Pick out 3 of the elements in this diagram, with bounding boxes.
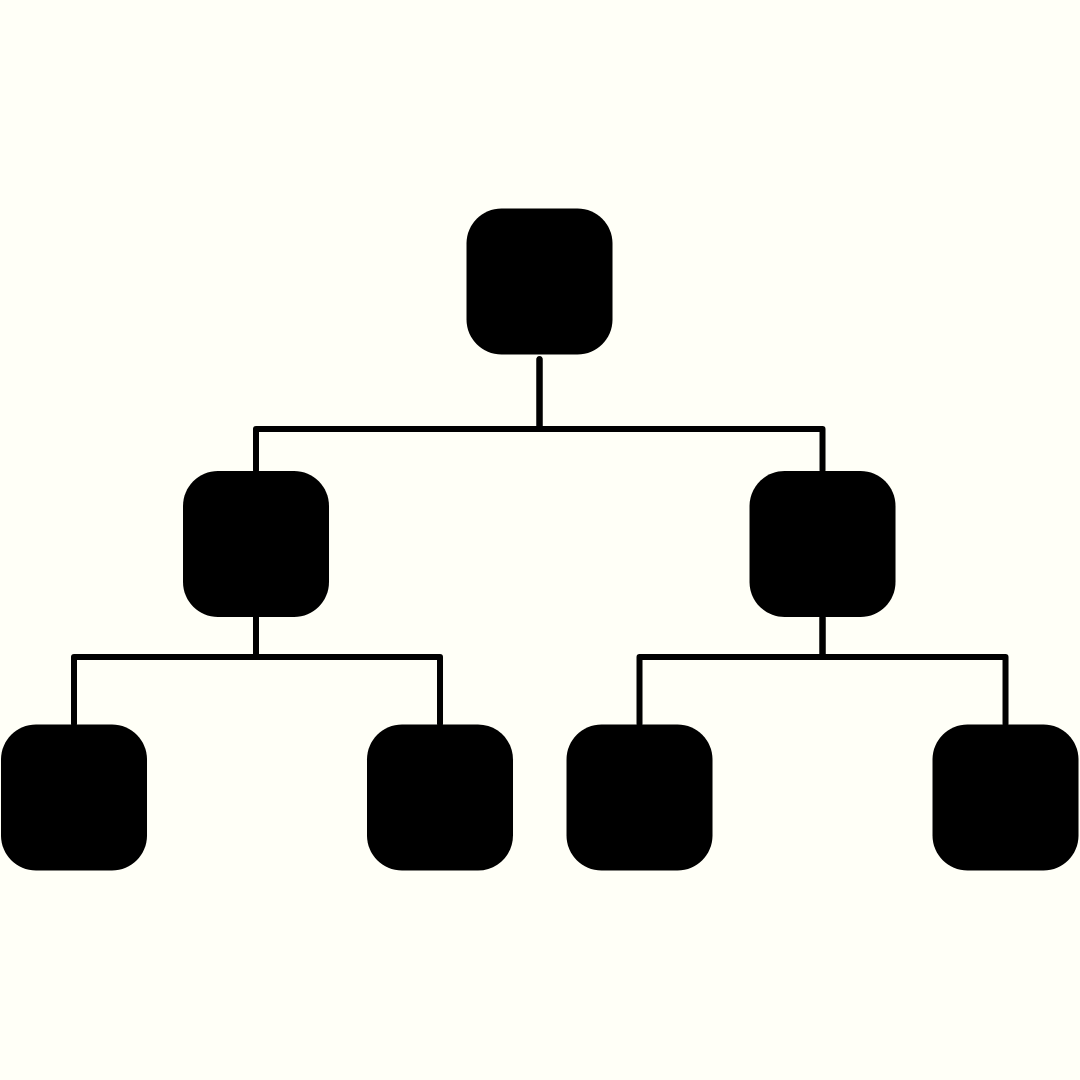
connector-line — [536, 356, 826, 474]
connector-line — [253, 614, 443, 727]
connector-line — [819, 614, 1009, 727]
